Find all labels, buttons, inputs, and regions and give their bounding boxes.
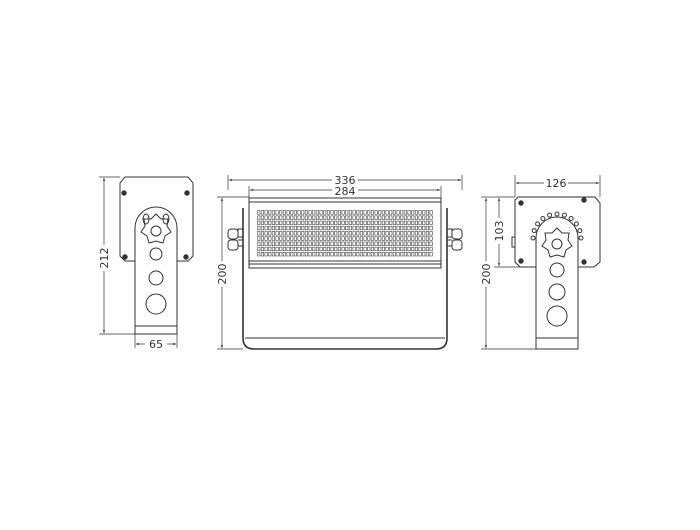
dim-right-housing-height: 103 — [493, 221, 506, 242]
dim-front-height: 200 — [216, 264, 229, 285]
left-knob-icon — [227, 228, 244, 251]
dim-right-overall-height: 200 — [480, 264, 493, 285]
front-yoke — [242, 208, 448, 350]
dim-front-panel-width: 284 — [335, 185, 356, 198]
screw-icon — [121, 190, 127, 196]
left-side-view: 212 65 — [96, 176, 194, 351]
screw-icon — [183, 254, 189, 260]
dim-left-height: 212 — [98, 248, 111, 269]
screw-icon — [122, 254, 128, 260]
dim-right-width: 126 — [546, 177, 567, 190]
led-grid — [257, 210, 433, 257]
right-housing — [514, 196, 601, 268]
screw-icon — [184, 190, 190, 196]
left-housing — [119, 176, 194, 262]
screw-icon — [518, 200, 524, 206]
screw-icon — [581, 197, 587, 203]
screw-icon — [581, 259, 587, 265]
front-view: 336 284 — [214, 173, 463, 350]
right-side-view: 126 103 200 — [478, 175, 601, 350]
tilt-scale-icon — [530, 211, 584, 241]
right-knob-icon — [446, 228, 463, 251]
dim-left-base-width: 65 — [149, 338, 163, 351]
screw-icon — [518, 258, 524, 264]
star-knob-icon — [541, 227, 573, 258]
dim-front-overall-width: 336 — [335, 174, 356, 187]
